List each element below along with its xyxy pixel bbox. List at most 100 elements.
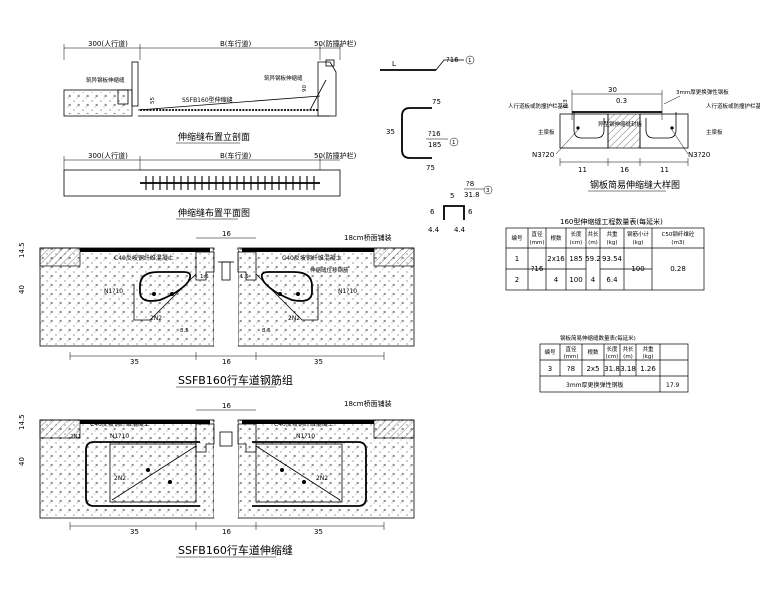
bar-shape-3: 5 6 6 4.4 4.4 ?8 31.8 3: [428, 180, 493, 234]
s1-dim-145: 14.5: [18, 242, 26, 258]
table2-cell: 2x5: [586, 365, 599, 373]
table1-cell: ?16: [531, 265, 544, 273]
detail-main-r: 主梁板: [706, 128, 723, 136]
s1-c40-l: C40反坡钢纤维混凝土: [114, 254, 174, 262]
detail-3mm: 3mm厚更换弹性钢板: [676, 88, 729, 96]
plan-dim-left: 300(人行道): [88, 151, 128, 160]
bar3-side-r: 6: [468, 208, 473, 216]
s1-n2-l: 2N2: [150, 315, 162, 322]
detail-dim-03: 0.3: [616, 97, 627, 105]
table1-header: (kg): [607, 240, 618, 246]
s2-dim-top: 16: [222, 402, 231, 410]
elev-dim-mid: B(车行道): [220, 39, 252, 48]
table2-header: 共长: [622, 345, 634, 353]
detail-dim-b3: 11: [660, 166, 669, 174]
bar1-num: 1: [468, 58, 472, 64]
bar2-top: 75: [432, 98, 441, 106]
s2-caption: SSFB160行车道伸缩缝: [178, 543, 293, 557]
table2-cell: 1.26: [640, 365, 656, 373]
table2-header: 根数: [587, 348, 599, 356]
bar2-num: 1: [452, 140, 456, 146]
s1-15a: 1.5: [200, 274, 209, 280]
table1-cell: 185: [569, 255, 582, 263]
bar-shape-1: L ?16 1: [380, 55, 475, 71]
table2-header: (kg): [643, 354, 654, 360]
s1-85b: 8.5: [262, 328, 271, 334]
elev-dim-90: 90: [302, 85, 308, 92]
table1-cell: 2x16: [547, 255, 565, 263]
table1-cell: 0.28: [670, 265, 686, 273]
s2-n2-l: 2N2: [114, 475, 126, 482]
s1-85a: 8.5: [180, 328, 189, 334]
bar3-bot-r: 4.4: [454, 226, 466, 234]
s2-n2-r: 2N2: [316, 475, 328, 482]
bar3-len: 31.8: [464, 191, 480, 199]
table2-header: 编号: [544, 348, 556, 356]
plan-dim-right: 50(防撞护栏): [314, 151, 357, 160]
table-plate-quantities: 钢板简易伸缩缝数量表(每延米) 编号直径(mm)根数长度(cm)共长(m)共重(…: [539, 334, 689, 393]
s2-18cm: 18cm桥面铺装: [344, 399, 392, 408]
elev-label-left: 筑异钢板伸缩缝: [86, 76, 125, 84]
elev-dim-left: 300(人行道): [88, 39, 128, 48]
table2-cell: 3: [548, 365, 552, 373]
table1-header: 直径: [531, 230, 543, 238]
table1-header: (kg): [633, 240, 644, 246]
s1-c40-r: C40反坡钢纤维混凝土: [282, 254, 342, 262]
table1-cell: 4: [591, 276, 596, 284]
table1-cell: 6.4: [606, 276, 618, 284]
s2-16: 16: [222, 528, 231, 536]
bar3-num: 3: [486, 188, 490, 194]
table2-header: (m): [623, 354, 633, 360]
elev-label-right: 筑异钢板伸缩缝: [264, 74, 303, 82]
plan-dim-mid: B(车行道): [220, 151, 252, 160]
table2-title: 钢板简易伸缩缝数量表(每延米): [560, 334, 636, 342]
table2-header: 长度: [606, 345, 618, 353]
bar2-len: 185: [428, 141, 441, 149]
bar3-bot-l: 4.4: [428, 226, 440, 234]
table1-cell: 1: [515, 255, 519, 263]
table1-header: C50钢纤维砼: [662, 230, 695, 238]
detail-dim-b1: 11: [578, 166, 587, 174]
plan-caption: 伸缩缝布置平面图: [178, 207, 250, 219]
plate-detail: 30 0.3 3mm厚更换弹性钢板 人行道板或防撞护栏基础 人行道板或防撞护栏基…: [508, 86, 760, 192]
s1-15b: 1.5: [240, 274, 249, 280]
table2-header: 直径: [565, 345, 577, 353]
table1-header: 共长: [587, 230, 599, 238]
bar-shape-2: 75 35 75 ?16 185 1: [386, 98, 459, 172]
elev-dim-right: 50(防撞护栏): [314, 39, 357, 48]
detail-caption: 钢板简易伸缩缝大样图: [590, 179, 680, 191]
s1-18cm: 18cm桥面铺装: [344, 233, 392, 242]
elev-label-mid: SSFB160型伸缩缝: [182, 96, 233, 104]
table2-cell: 3.18: [620, 365, 636, 373]
bar2-tag: ?16: [428, 130, 441, 138]
bar1-tag: ?16: [446, 56, 459, 64]
elevation-view: 300(人行道) B(车行道) 50(防撞护栏) 筑异钢板伸缩缝 筑异钢板伸缩缝…: [63, 39, 357, 144]
s1-caption: SSFB160行车道钢筋组: [178, 373, 293, 387]
s1-35a: 35: [130, 358, 139, 366]
s2-2n1: 2N1: [70, 434, 81, 440]
table1-header: (m3): [671, 240, 684, 246]
s2-c40-l: C40反坡钢纤维混凝土: [90, 420, 150, 428]
table1-header: (m): [588, 240, 598, 246]
bar2-side: 35: [386, 128, 395, 136]
s2-35a: 35: [130, 528, 139, 536]
s2-dim-40: 40: [18, 457, 26, 466]
table1-cell: 59.2: [585, 255, 601, 263]
table2-header: (cm): [606, 354, 619, 360]
detail-lbl-right: 人行道板或防撞护栏基础: [706, 102, 760, 110]
table2-header: (mm): [563, 354, 578, 360]
table1-header: 钢筋小计: [627, 230, 650, 238]
table-160-quantities: 160型伸缩缝工程数量表(每延米) 编号直径(mm)根数长度(cm)共长(m)共…: [505, 217, 705, 291]
table1-cell: 100: [631, 265, 644, 273]
detail-dim-03b: 0.3: [563, 99, 569, 108]
section-1-rebar: 16 14.5 40 C40反坡钢纤维混凝土 C40反坡钢纤维混凝土 18cm桥…: [18, 230, 415, 388]
s1-n2-r: 2N2: [288, 315, 300, 322]
elev-dim-55: 55: [150, 97, 156, 104]
table1-cell: 100: [569, 276, 582, 284]
detail-dim-30: 30: [608, 86, 617, 94]
detail-dim-b2: 16: [620, 166, 629, 174]
table1-header: (cm): [570, 240, 583, 246]
table1-cell: 4: [554, 276, 559, 284]
s1-dim-40: 40: [18, 285, 26, 294]
s1-n1-l: N1?10: [104, 288, 123, 295]
